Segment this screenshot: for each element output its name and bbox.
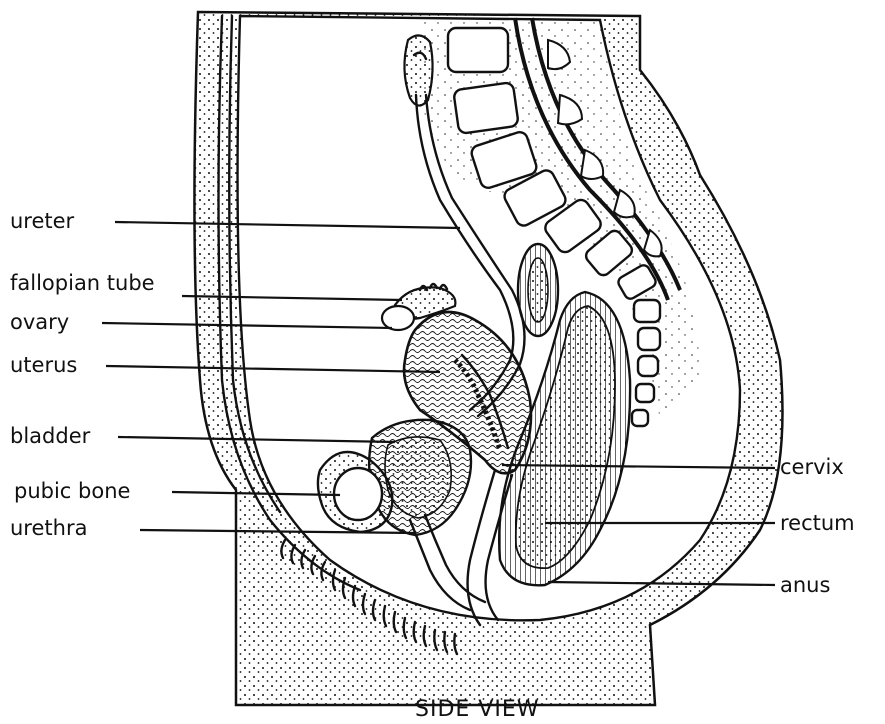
label-urethra: urethra bbox=[10, 516, 87, 540]
label-ureter: ureter bbox=[10, 209, 75, 233]
label-ovary: ovary bbox=[10, 310, 69, 334]
label-pubic-bone: pubic bone bbox=[14, 479, 130, 503]
caption-side-view: SIDE VIEW bbox=[415, 697, 539, 722]
kidney bbox=[404, 35, 432, 105]
label-bladder: bladder bbox=[10, 424, 91, 448]
label-cervix: cervix bbox=[780, 455, 844, 479]
label-fallopian-tube: fallopian tube bbox=[10, 271, 155, 295]
label-rectum: rectum bbox=[780, 511, 855, 535]
label-uterus: uterus bbox=[10, 353, 77, 377]
bowel-loop bbox=[518, 244, 558, 336]
label-anus: anus bbox=[780, 573, 830, 597]
